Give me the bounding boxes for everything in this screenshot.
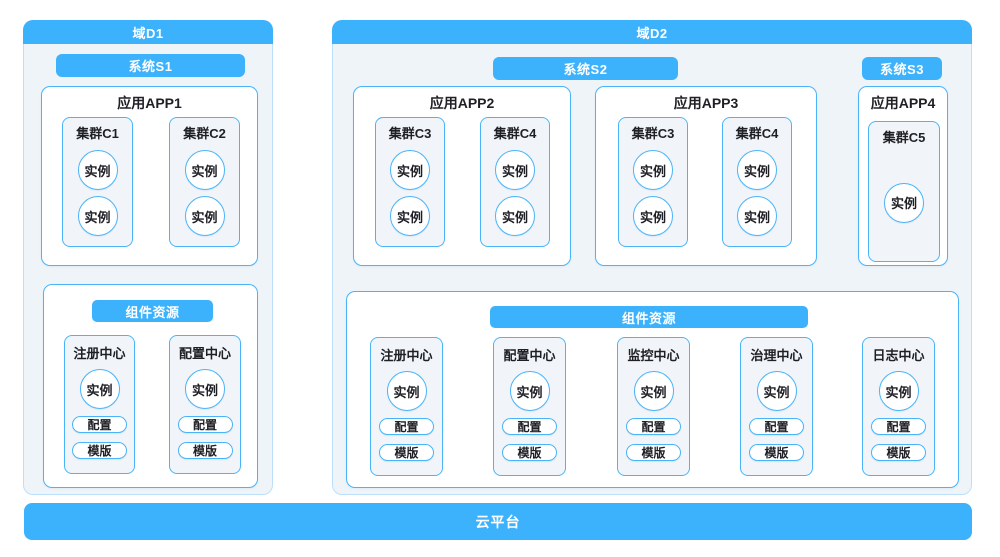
config-pill: 配置: [626, 418, 681, 435]
instance-node: 实例: [633, 196, 673, 236]
instance-node: 实例: [390, 150, 430, 190]
cluster-title: 集群C4: [735, 126, 779, 141]
component-center-box: 注册中心实例配置模版: [64, 335, 135, 474]
component-center-box: 监控中心实例配置模版: [617, 337, 690, 476]
template-pill: 模版: [72, 442, 127, 459]
config-pill: 配置: [871, 418, 926, 435]
template-pill: 模版: [177, 442, 233, 459]
instance-node: 实例: [737, 150, 777, 190]
component-center-box: 配置中心实例配置模版: [169, 335, 241, 474]
instance-node: 实例: [878, 371, 919, 411]
template-pill: 模版: [626, 444, 681, 461]
components-bar: 组件资源: [92, 300, 213, 322]
component-center-box: 配置中心实例配置模版: [493, 337, 566, 476]
component-center-box: 治理中心实例配置模版: [740, 337, 813, 476]
cluster-title: 集群C5: [882, 130, 926, 145]
instance-area: 实例实例: [619, 142, 687, 246]
instance-area: 实例: [869, 146, 939, 261]
instance-node: 实例: [386, 371, 427, 411]
instance-area: 实例实例: [481, 142, 549, 246]
component-center-box: 日志中心实例配置模版: [862, 337, 935, 476]
component-center-title: 配置中心: [178, 346, 231, 361]
instance-node: 实例: [184, 196, 225, 236]
cluster-title: 集群C1: [76, 126, 119, 141]
instance-node: 实例: [390, 196, 430, 236]
cluster-title: 集群C3: [388, 126, 432, 141]
instance-node: 实例: [509, 371, 550, 411]
instance-node: 实例: [737, 196, 777, 236]
domain-title: 域D1: [23, 20, 273, 44]
system-bar: 系统S2: [493, 57, 678, 80]
cloud-platform-bar: 云平台: [24, 503, 972, 540]
cluster-box: 集群C5 实例: [868, 121, 940, 262]
cluster-title: 集群C4: [493, 126, 537, 141]
template-pill: 模版: [502, 444, 557, 461]
instance-node: 实例: [185, 369, 225, 409]
system-bar: 系统S3: [862, 57, 942, 80]
instance-node: 实例: [633, 371, 674, 411]
app-title: 应用APP3: [673, 95, 739, 111]
cluster-title: 集群C2: [183, 126, 226, 141]
instance-area: 实例实例: [723, 142, 791, 246]
components-bar: 组件资源: [490, 306, 808, 328]
instance-node: 实例: [884, 182, 924, 223]
app-box: 应用APP4 集群C5 实例: [858, 86, 948, 266]
app-title: 应用APP1: [117, 95, 182, 111]
component-center-title: 监控中心: [627, 348, 680, 363]
config-pill: 配置: [72, 416, 127, 433]
instance-node: 实例: [633, 150, 673, 190]
instance-node: 实例: [79, 369, 120, 409]
instance-node: 实例: [756, 371, 797, 411]
config-pill: 配置: [749, 418, 804, 435]
config-pill: 配置: [177, 416, 233, 433]
system-bar: 系统S1: [56, 54, 245, 77]
instance-area: 实例实例: [170, 142, 239, 246]
instance-node: 实例: [77, 150, 118, 190]
domain-title: 域D2: [332, 20, 972, 44]
instance-area: 实例实例: [376, 142, 444, 246]
instance-node: 实例: [184, 150, 225, 190]
components-box: 组件资源注册中心实例配置模版配置中心实例配置模版监控中心实例配置模版治理中心实例…: [346, 291, 959, 488]
instance-area: 实例实例: [63, 142, 132, 246]
template-pill: 模版: [749, 444, 804, 461]
instance-node: 实例: [495, 196, 535, 236]
component-center-title: 日志中心: [872, 348, 925, 363]
instance-node: 实例: [77, 196, 118, 236]
template-pill: 模版: [871, 444, 926, 461]
cluster-title: 集群C3: [631, 126, 675, 141]
config-pill: 配置: [379, 418, 434, 435]
config-pill: 配置: [502, 418, 557, 435]
app-title: 应用APP4: [870, 95, 936, 111]
component-center-title: 治理中心: [750, 348, 803, 363]
template-pill: 模版: [379, 444, 434, 461]
component-center-box: 注册中心实例配置模版: [370, 337, 443, 476]
instance-node: 实例: [495, 150, 535, 190]
app-title: 应用APP2: [429, 95, 495, 111]
component-center-title: 配置中心: [503, 348, 556, 363]
component-center-title: 注册中心: [380, 348, 433, 363]
component-center-title: 注册中心: [73, 346, 126, 361]
components-box: 组件资源注册中心实例配置模版配置中心实例配置模版: [43, 284, 258, 488]
